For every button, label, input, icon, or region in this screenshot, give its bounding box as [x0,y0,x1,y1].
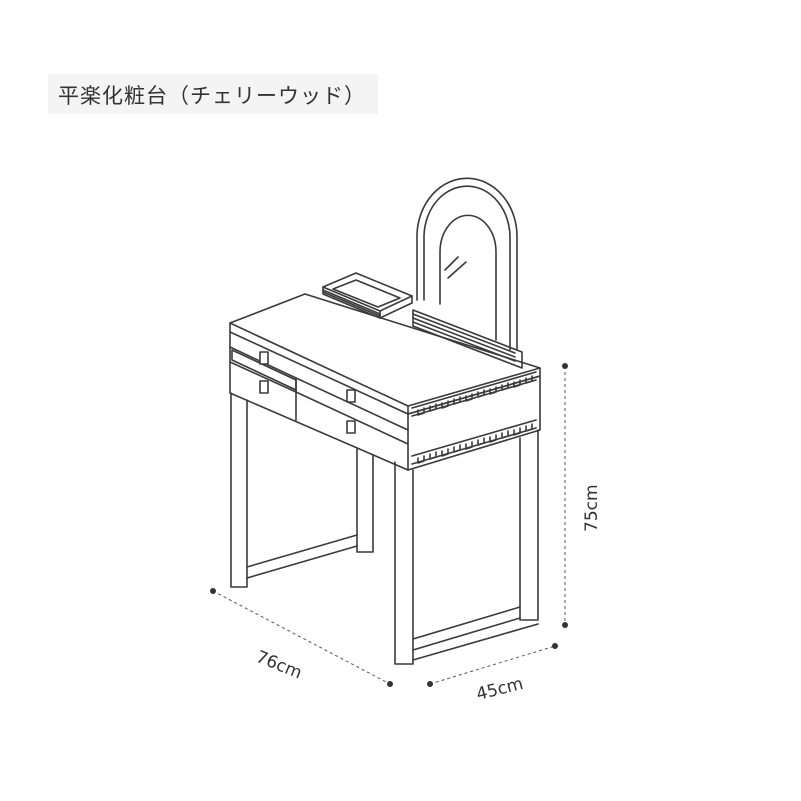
height-label: 75cm [582,484,602,532]
front-panel [229,331,409,471]
depth-dimension-line [429,645,556,685]
mirror [416,177,518,351]
stretchers [246,534,539,661]
width-label: 76cm [253,647,305,683]
dimension-dots [210,363,568,687]
drawer-handles [259,351,356,434]
handle-icon[interactable] [259,380,269,394]
side-panel [407,371,541,471]
title-band [48,74,378,114]
handle-icon[interactable] [346,420,356,434]
depth-label: 45cm [474,674,525,705]
accessory-tray [322,272,413,319]
table-legs [230,392,539,665]
table-top [229,293,541,415]
handle-icon[interactable] [259,351,269,365]
handle-icon[interactable] [346,389,356,403]
mirror-base [412,309,523,369]
page-title: 平楽化粧台（チェリーウッド） [58,84,366,108]
dimensions [212,366,566,685]
